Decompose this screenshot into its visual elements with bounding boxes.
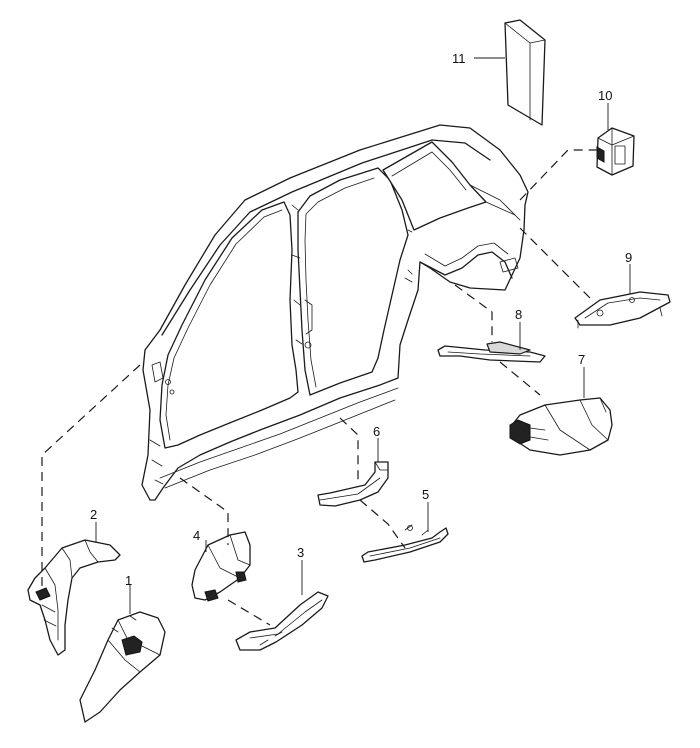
assembly-guide-lines	[41, 149, 598, 626]
part-4-pillar-piece	[191, 531, 251, 602]
part-7-wheelhouse-section	[509, 397, 613, 456]
part-3-sill-extension	[235, 591, 329, 651]
part-9-reinforcement-plate	[574, 291, 671, 329]
callout-9: 9	[625, 250, 632, 265]
part-1-lower-a-pillar-panel	[79, 611, 166, 723]
callout-2: 2	[90, 507, 97, 522]
callout-11: 11	[452, 51, 466, 66]
callout-8: 8	[515, 307, 522, 322]
part-6-sill-bracket	[317, 461, 389, 507]
callout-3: 3	[297, 545, 304, 560]
callout-1: 1	[125, 573, 132, 588]
part-2-a-pillar-inner	[27, 539, 121, 656]
body-side-panel	[141, 124, 529, 501]
part-11-trim-panel	[504, 19, 546, 126]
callout-4: 4	[193, 528, 200, 543]
part-10-clip	[596, 127, 635, 176]
callout-5: 5	[422, 487, 429, 502]
callout-labels: 1 2 3 4 5 6 7 8 9 10 11	[90, 51, 632, 588]
callout-leaders	[95, 57, 631, 614]
callout-10: 10	[598, 88, 612, 103]
part-8-bracket	[437, 341, 546, 363]
callout-7: 7	[578, 352, 585, 367]
callout-6: 6	[373, 424, 380, 439]
part-5-sill-rail	[361, 524, 449, 563]
